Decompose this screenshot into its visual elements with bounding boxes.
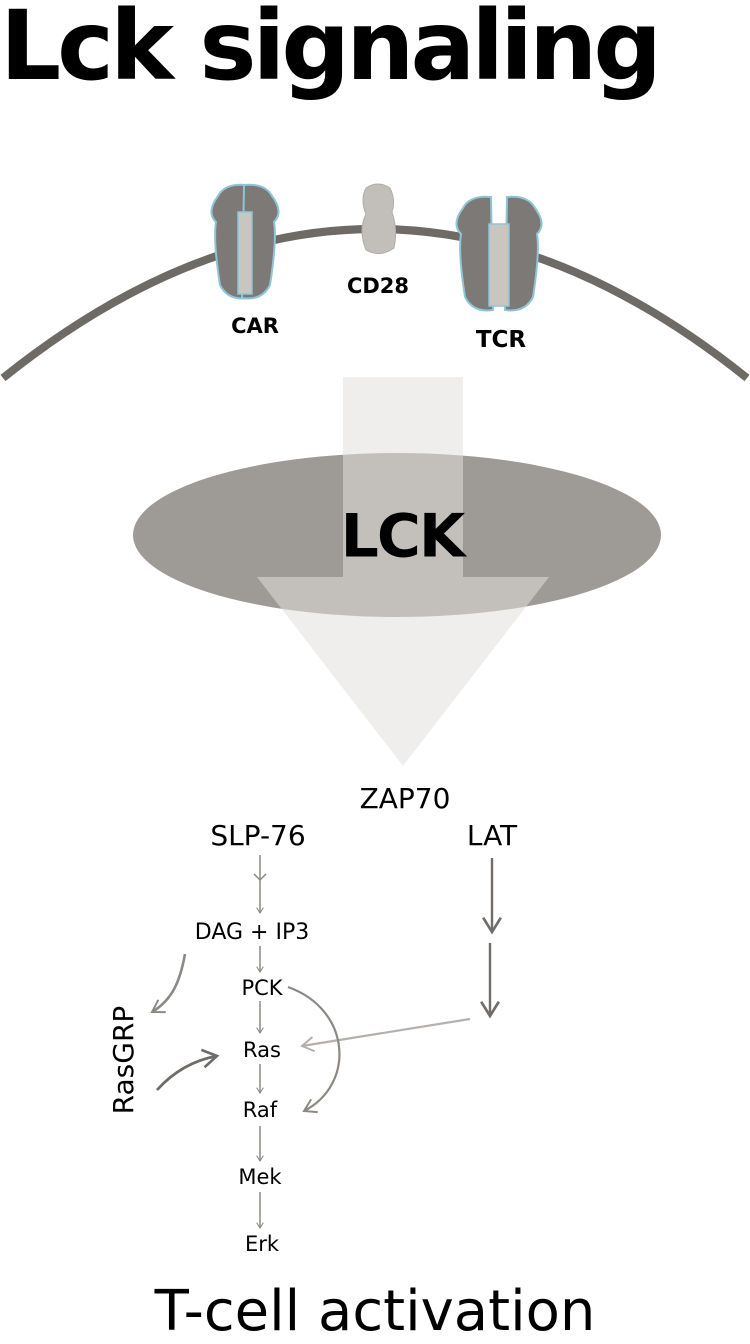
arrow-pck-to-raf [287,985,341,1114]
lat-label: LAT [467,819,518,852]
page-title: Lck signaling [0,0,662,102]
arrow-dag-to-rasgrp [150,953,187,1014]
erk-label: Erk [245,1232,280,1256]
pck-label: PCK [241,976,283,1000]
cd28-receptor [361,183,397,254]
dag-ip3-label: DAG + IP3 [195,920,309,945]
car-label: CAR [231,314,279,338]
slp76-label: SLP-76 [210,819,305,852]
ras-label: Ras [243,1038,281,1062]
arrow-lat-to-ras [300,1017,471,1053]
tcr-label: TCR [476,327,527,353]
cd28-label: CD28 [347,274,409,298]
rasgrp-label: RasGRP [107,1006,140,1115]
footer-caption: T-cell activation [154,1279,596,1344]
arrow-rasgrp-to-ras [155,1048,220,1091]
mek-label: Mek [238,1165,282,1189]
arrow-slp76-dag-mid [253,873,267,882]
tcr-receptor [455,195,543,312]
big-down-arrow [257,377,549,766]
zap70-label: ZAP70 [360,782,451,815]
raf-label: Raf [243,1098,278,1122]
lck-label: LCK [341,502,468,572]
car-receptor [210,183,280,300]
